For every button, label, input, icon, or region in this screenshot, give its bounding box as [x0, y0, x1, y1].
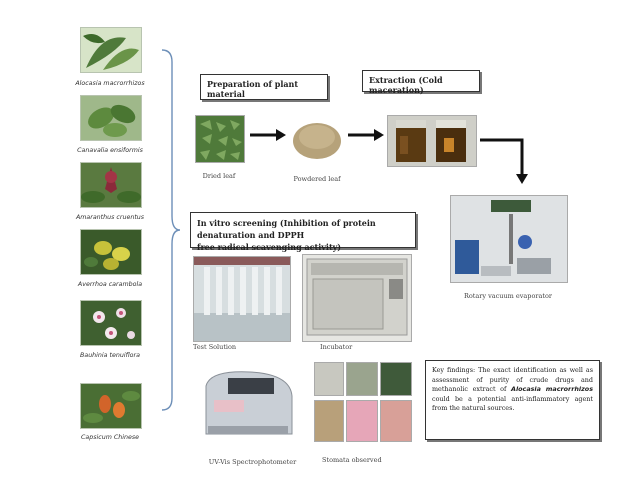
stomata-photo: [346, 400, 378, 442]
plant-label: Canavalia ensiformis: [77, 147, 143, 154]
rotary-caption: Rotary vacuum evaporator: [463, 292, 552, 300]
capsicum-photo: [80, 383, 142, 429]
dried-leaf-photo: [195, 115, 245, 163]
screening-title-line2: free radical scavenging activity): [197, 242, 342, 252]
carambola-fruit-photo: [80, 229, 142, 275]
findings-text: Key findings: The exact identification a…: [432, 366, 593, 394]
test-solution-photo: [193, 256, 291, 342]
stomata-photo: [380, 362, 412, 396]
arrow-right-icon: [348, 129, 384, 141]
extraction-box: Extraction (Cold maceration): [362, 70, 480, 95]
stomata-caption: Stomata observed: [322, 456, 382, 464]
incubator-caption: Incubator: [320, 343, 353, 351]
arrow-down-icon: [480, 138, 528, 184]
plant-label: Amaranthus cruentus: [75, 214, 145, 221]
findings-text-end: could be a potential anti-inflammatory a…: [432, 394, 593, 413]
key-findings-box: Key findings: The exact identification a…: [425, 360, 600, 440]
bauhinia-flower-photo: [80, 300, 142, 346]
test-solution-caption: Test Solution: [193, 343, 237, 351]
stomata-photo: [346, 362, 378, 396]
arrow-right-icon: [250, 129, 286, 141]
powdered-leaf-photo: [292, 115, 342, 161]
stomata-photo: [380, 400, 412, 442]
stomata-photo: [314, 400, 344, 442]
plant-label: Capsicum Chinese: [80, 434, 140, 441]
plant-label: Alocasia macrorrhizos: [75, 80, 145, 87]
amaranthus-photo: [80, 162, 142, 208]
alocasia-leaf-photo: [80, 27, 142, 73]
plant-label: Averrhoa carambola: [77, 281, 143, 288]
preparation-title: Preparation of plant material: [207, 79, 299, 99]
uv-vis-photo: [200, 366, 296, 442]
extraction-title: Extraction (Cold maceration): [369, 75, 443, 95]
canavalia-leaf-photo: [80, 95, 142, 141]
uv-vis-caption: UV-Vis Spectrophotometer: [208, 458, 297, 466]
stomata-photo: [314, 362, 344, 396]
dried-leaf-caption: Dried leaf: [202, 172, 236, 180]
screening-box: In vitro screening (Inhibition of protei…: [190, 212, 416, 252]
screening-title-line1: In vitro screening (Inhibition of protei…: [197, 218, 376, 240]
rotary-evaporator-photo: [450, 195, 568, 283]
preparation-box: Preparation of plant material: [200, 74, 328, 100]
findings-species: Alocasia macrorrhizos: [511, 385, 593, 394]
incubator-photo: [302, 254, 412, 342]
plant-label: Bauhinia tenuiflora: [80, 352, 140, 359]
powdered-leaf-caption: Powdered leaf: [293, 175, 341, 183]
curly-brace: [161, 49, 180, 411]
extraction-jars-photo: [387, 115, 477, 167]
